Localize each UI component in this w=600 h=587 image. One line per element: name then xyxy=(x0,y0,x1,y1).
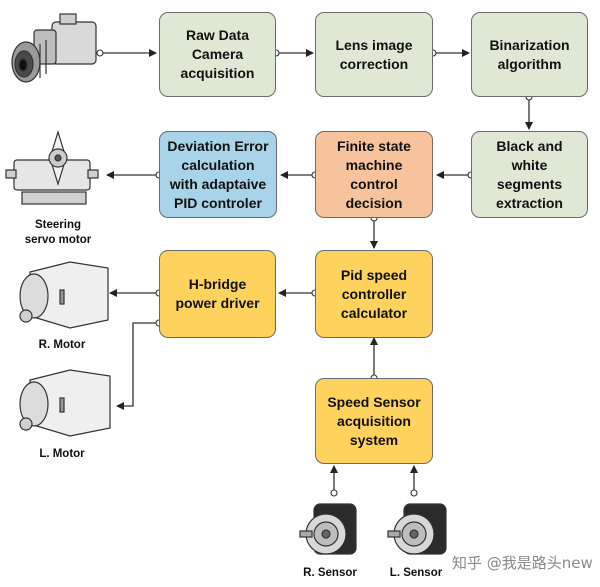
l-motor-label: L. Motor xyxy=(39,448,85,460)
speed-sensor-label: Speed Sensor acquisition system xyxy=(327,393,421,448)
black-white-box: Black and white segments extraction xyxy=(471,131,588,218)
dc-motor-icon xyxy=(19,261,109,329)
hbridge-box: H-bridge power driver xyxy=(159,250,276,338)
binarization-label: Binarization algorithm xyxy=(489,36,570,72)
l-sensor-label: L. Sensor xyxy=(389,567,443,579)
pid-speed-box: Pid speed controller calculator xyxy=(315,250,433,338)
hbridge-label: H-bridge power driver xyxy=(175,276,260,311)
dc-motor-icon xyxy=(19,369,111,437)
raw-data-box: Raw Data Camera acquisition xyxy=(159,12,276,97)
lens-correction-label: Lens image correction xyxy=(335,36,413,72)
r-sensor-label: R. Sensor xyxy=(303,567,357,579)
lens-correction-box: Lens image correction xyxy=(315,12,433,97)
arrow-hbridge-to-lmotor xyxy=(116,322,159,410)
encoder-icon xyxy=(387,503,447,555)
deviation-label: Deviation Error calculation with adaptai… xyxy=(167,137,269,211)
binarization-box: Binarization algorithm xyxy=(471,12,588,97)
black-white-label: Black and white segments extraction xyxy=(496,137,563,211)
encoder-icon xyxy=(299,503,357,555)
fsm-label: Finite state machine control decision xyxy=(337,137,411,211)
pid-speed-label: Pid speed controller calculator xyxy=(340,266,408,321)
servo-motor-icon xyxy=(5,129,99,205)
speed-sensor-box: Speed Sensor acquisition system xyxy=(315,378,433,464)
fsm-box: Finite state machine control decision xyxy=(315,131,433,218)
camera-icon xyxy=(11,13,97,83)
r-motor-label: R. Motor xyxy=(38,339,86,351)
watermark: 知乎 @我是路头new xyxy=(452,554,593,572)
steering-label: Steering servo motor xyxy=(24,219,92,246)
deviation-box: Deviation Error calculation with adaptai… xyxy=(159,131,277,218)
raw-data-label: Raw Data Camera acquisition xyxy=(180,27,255,81)
